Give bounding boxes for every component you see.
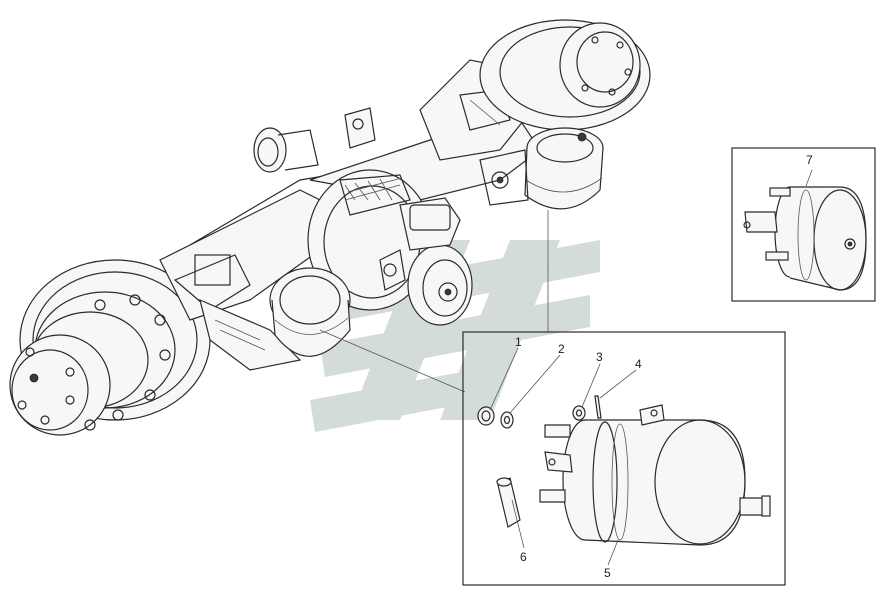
part-3-washer xyxy=(572,363,601,421)
part-7-brake-chamber xyxy=(743,169,867,291)
callout-6: 6 xyxy=(520,550,527,564)
axle-assembly xyxy=(9,19,651,436)
right-wheel-hub xyxy=(479,19,651,131)
callout-3: 3 xyxy=(596,350,603,364)
left-wheel-hub xyxy=(9,259,211,436)
brake-chamber-left xyxy=(269,267,351,357)
brake-chamber-right xyxy=(479,127,604,210)
part-2-washer xyxy=(500,354,561,429)
callout-7: 7 xyxy=(806,153,813,167)
callout-5: 5 xyxy=(604,566,611,580)
detail-box-part-7: 7 xyxy=(731,147,876,302)
left-flange xyxy=(253,127,319,173)
detail-box-main: 1 2 3 4 5 6 xyxy=(462,331,786,586)
part-5-brake-chamber xyxy=(539,404,771,566)
part-6-clevis-pin xyxy=(496,477,525,549)
part-4-cotter-pin xyxy=(594,369,637,419)
callout-4: 4 xyxy=(635,357,642,371)
callout-1: 1 xyxy=(515,335,522,349)
leader-line-left-chamber xyxy=(319,329,466,393)
callout-2: 2 xyxy=(558,342,565,356)
part-1-nut xyxy=(477,347,519,426)
